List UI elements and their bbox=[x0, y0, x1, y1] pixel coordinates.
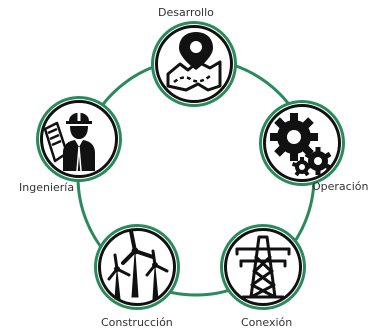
stage-label-conexion: Conexión bbox=[241, 316, 293, 329]
stage-node-construccion bbox=[94, 224, 180, 310]
gears-icon bbox=[270, 113, 332, 177]
map-pin-icon bbox=[166, 32, 222, 92]
power-tower-icon bbox=[235, 235, 291, 299]
stage-node-conexion bbox=[220, 224, 306, 310]
stage-label-operacion: Operación bbox=[312, 180, 369, 193]
stage-node-ingenieria bbox=[36, 96, 122, 182]
stage-label-desarrollo: Desarrollo bbox=[158, 6, 214, 19]
engineer-icon bbox=[43, 110, 95, 172]
stage-node-operacion bbox=[259, 100, 345, 186]
wind-turbines-icon bbox=[107, 229, 169, 300]
stage-label-ingenieria: Ingeniería bbox=[19, 181, 75, 194]
stage-label-construccion: Construcción bbox=[101, 316, 173, 329]
stage-node-desarrollo bbox=[151, 21, 237, 107]
